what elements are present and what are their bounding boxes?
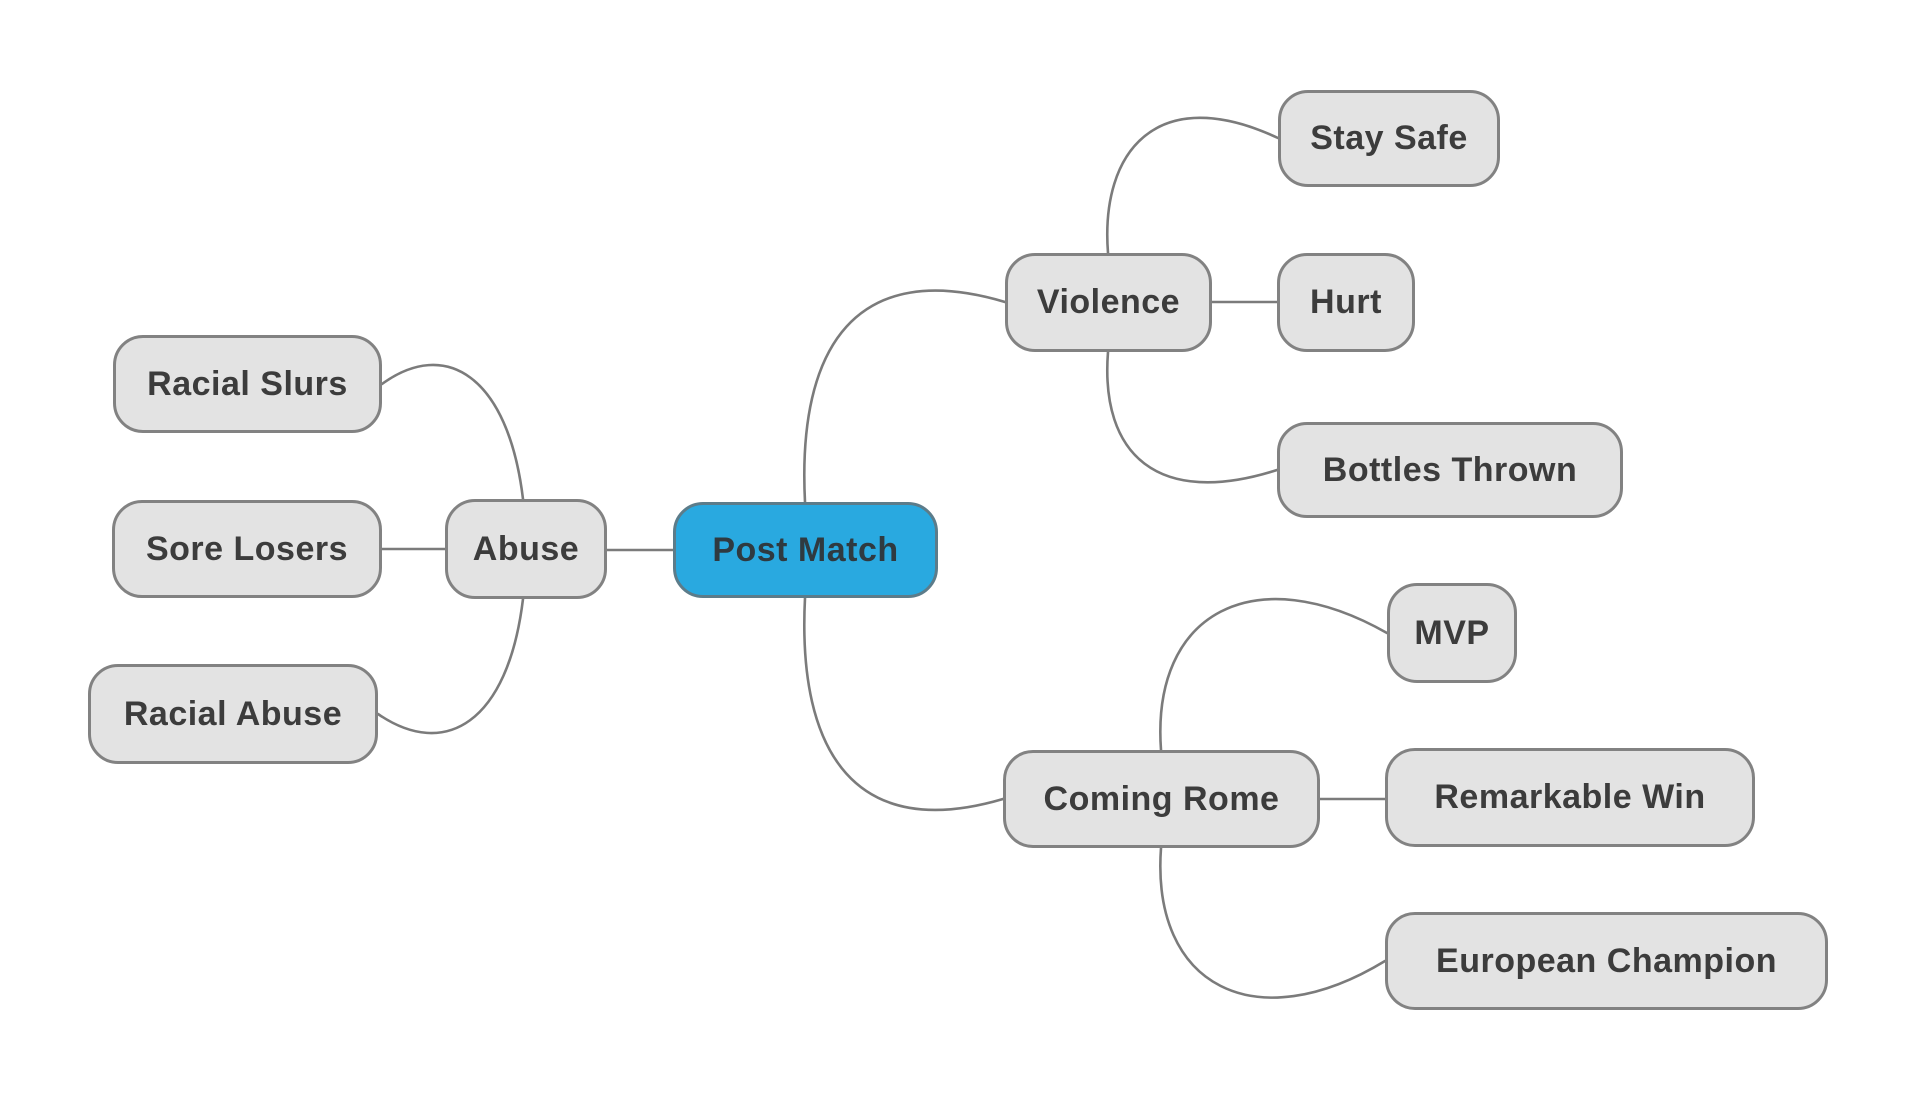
node-post-match-root[interactable]: Post Match bbox=[673, 502, 938, 598]
edge-post-match-violence bbox=[803, 289, 1007, 504]
edge-violence-bottles-thrown bbox=[1105, 350, 1279, 484]
node-mvp[interactable]: MVP bbox=[1387, 583, 1517, 683]
node-violence[interactable]: Violence bbox=[1005, 253, 1212, 352]
edge-violence-stay-safe bbox=[1105, 116, 1280, 255]
node-hurt[interactable]: Hurt bbox=[1277, 253, 1415, 352]
edge-racial-slurs-abuse bbox=[380, 363, 525, 501]
node-european-champion[interactable]: European Champion bbox=[1385, 912, 1828, 1010]
node-racial-slurs[interactable]: Racial Slurs bbox=[113, 335, 382, 433]
node-remarkable-win[interactable]: Remarkable Win bbox=[1385, 748, 1755, 847]
edge-coming-rome-mvp bbox=[1159, 597, 1389, 752]
node-stay-safe[interactable]: Stay Safe bbox=[1278, 90, 1500, 187]
edge-racial-abuse-abuse bbox=[376, 597, 525, 735]
node-abuse[interactable]: Abuse bbox=[445, 499, 607, 599]
node-bottles-thrown[interactable]: Bottles Thrown bbox=[1277, 422, 1623, 518]
node-sore-losers[interactable]: Sore Losers bbox=[112, 500, 382, 598]
edge-coming-rome-european-champion bbox=[1159, 846, 1387, 999]
node-racial-abuse[interactable]: Racial Abuse bbox=[88, 664, 378, 764]
node-coming-rome[interactable]: Coming Rome bbox=[1003, 750, 1320, 848]
edge-post-match-coming-rome bbox=[803, 596, 1005, 812]
